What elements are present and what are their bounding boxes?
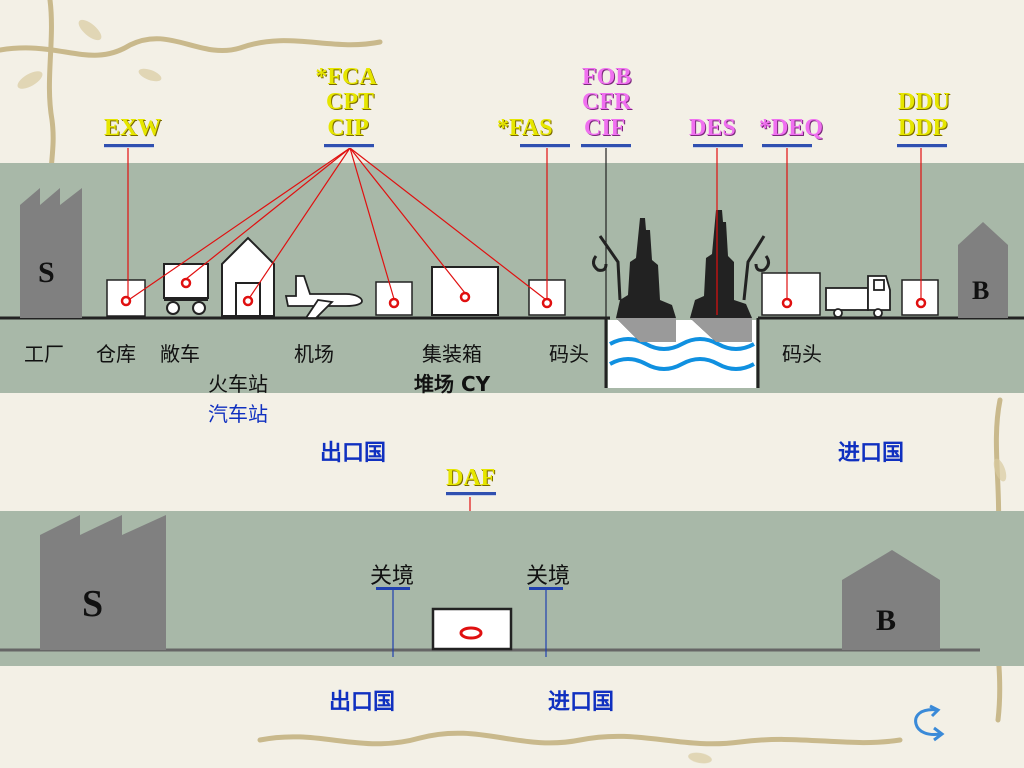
ship-icon (591, 218, 676, 342)
place-container-yard: 集装箱 (422, 342, 482, 366)
buyer-building-icon (958, 222, 1008, 318)
place-bus-station: 汽车站 (208, 402, 268, 426)
term-underline (762, 144, 812, 148)
term-ddu: DDU (898, 89, 950, 115)
term-exw: EXW (104, 115, 162, 141)
buyer-building-icon (842, 550, 940, 650)
term-fca: *FCA (315, 64, 377, 90)
term-underline (520, 144, 570, 148)
term-cpt: CPT (326, 89, 374, 115)
term-underline (581, 144, 631, 148)
term-cfr: CFR (582, 89, 632, 115)
factory-icon (20, 188, 82, 318)
place-airport: 机场 (294, 342, 334, 366)
term-underline (324, 144, 374, 148)
term-daf: DAF (446, 465, 496, 491)
import-country-label: 进口国 (548, 690, 615, 715)
import-wharf-box-icon (761, 272, 821, 316)
daf-box-icon (431, 607, 513, 651)
import-country-label: 进口国 (838, 441, 905, 466)
customs-border-label: 关境 (526, 564, 571, 589)
term-fas: *FAS (497, 115, 553, 141)
buyer-symbol: B (972, 276, 990, 305)
customs-border-label: 关境 (370, 564, 415, 589)
term-underline (897, 144, 947, 148)
seller-symbol: S (82, 583, 104, 625)
export-country-label: 出口国 (329, 690, 396, 715)
place-wharf-import: 码头 (782, 342, 822, 366)
buyer-symbol: B (876, 604, 897, 637)
term-ddp: DDP (898, 115, 948, 141)
container-icon (431, 266, 499, 316)
place-container-yard-cy: 堆场 CY (414, 372, 491, 396)
ship-icon (690, 210, 771, 342)
term-fob: FOB (582, 64, 632, 90)
water-wave-icon (609, 337, 755, 351)
term-cip: CIP (327, 115, 369, 141)
seller-symbol: S (38, 256, 55, 289)
truck-icon (825, 275, 891, 318)
term-underline (104, 144, 154, 148)
place-wharf-export: 码头 (549, 342, 589, 366)
term-underline (693, 144, 743, 148)
return-arrow-icon[interactable] (908, 702, 950, 744)
term-cif: CIF (584, 115, 626, 141)
term-deq: *DEQ (759, 115, 824, 141)
warehouse-icon (106, 279, 146, 317)
place-factory: 工厂 (24, 342, 64, 366)
term-des: DES (689, 115, 736, 141)
airplane-icon (284, 275, 363, 319)
factory-icon (40, 515, 166, 650)
place-railway-station: 火车站 (208, 372, 268, 396)
term-underline (446, 492, 496, 496)
export-country-label: 出口国 (320, 441, 387, 466)
place-open-wagon: 敞车 (160, 342, 200, 366)
place-warehouse: 仓库 (96, 342, 136, 366)
destination-box-icon (901, 279, 939, 316)
